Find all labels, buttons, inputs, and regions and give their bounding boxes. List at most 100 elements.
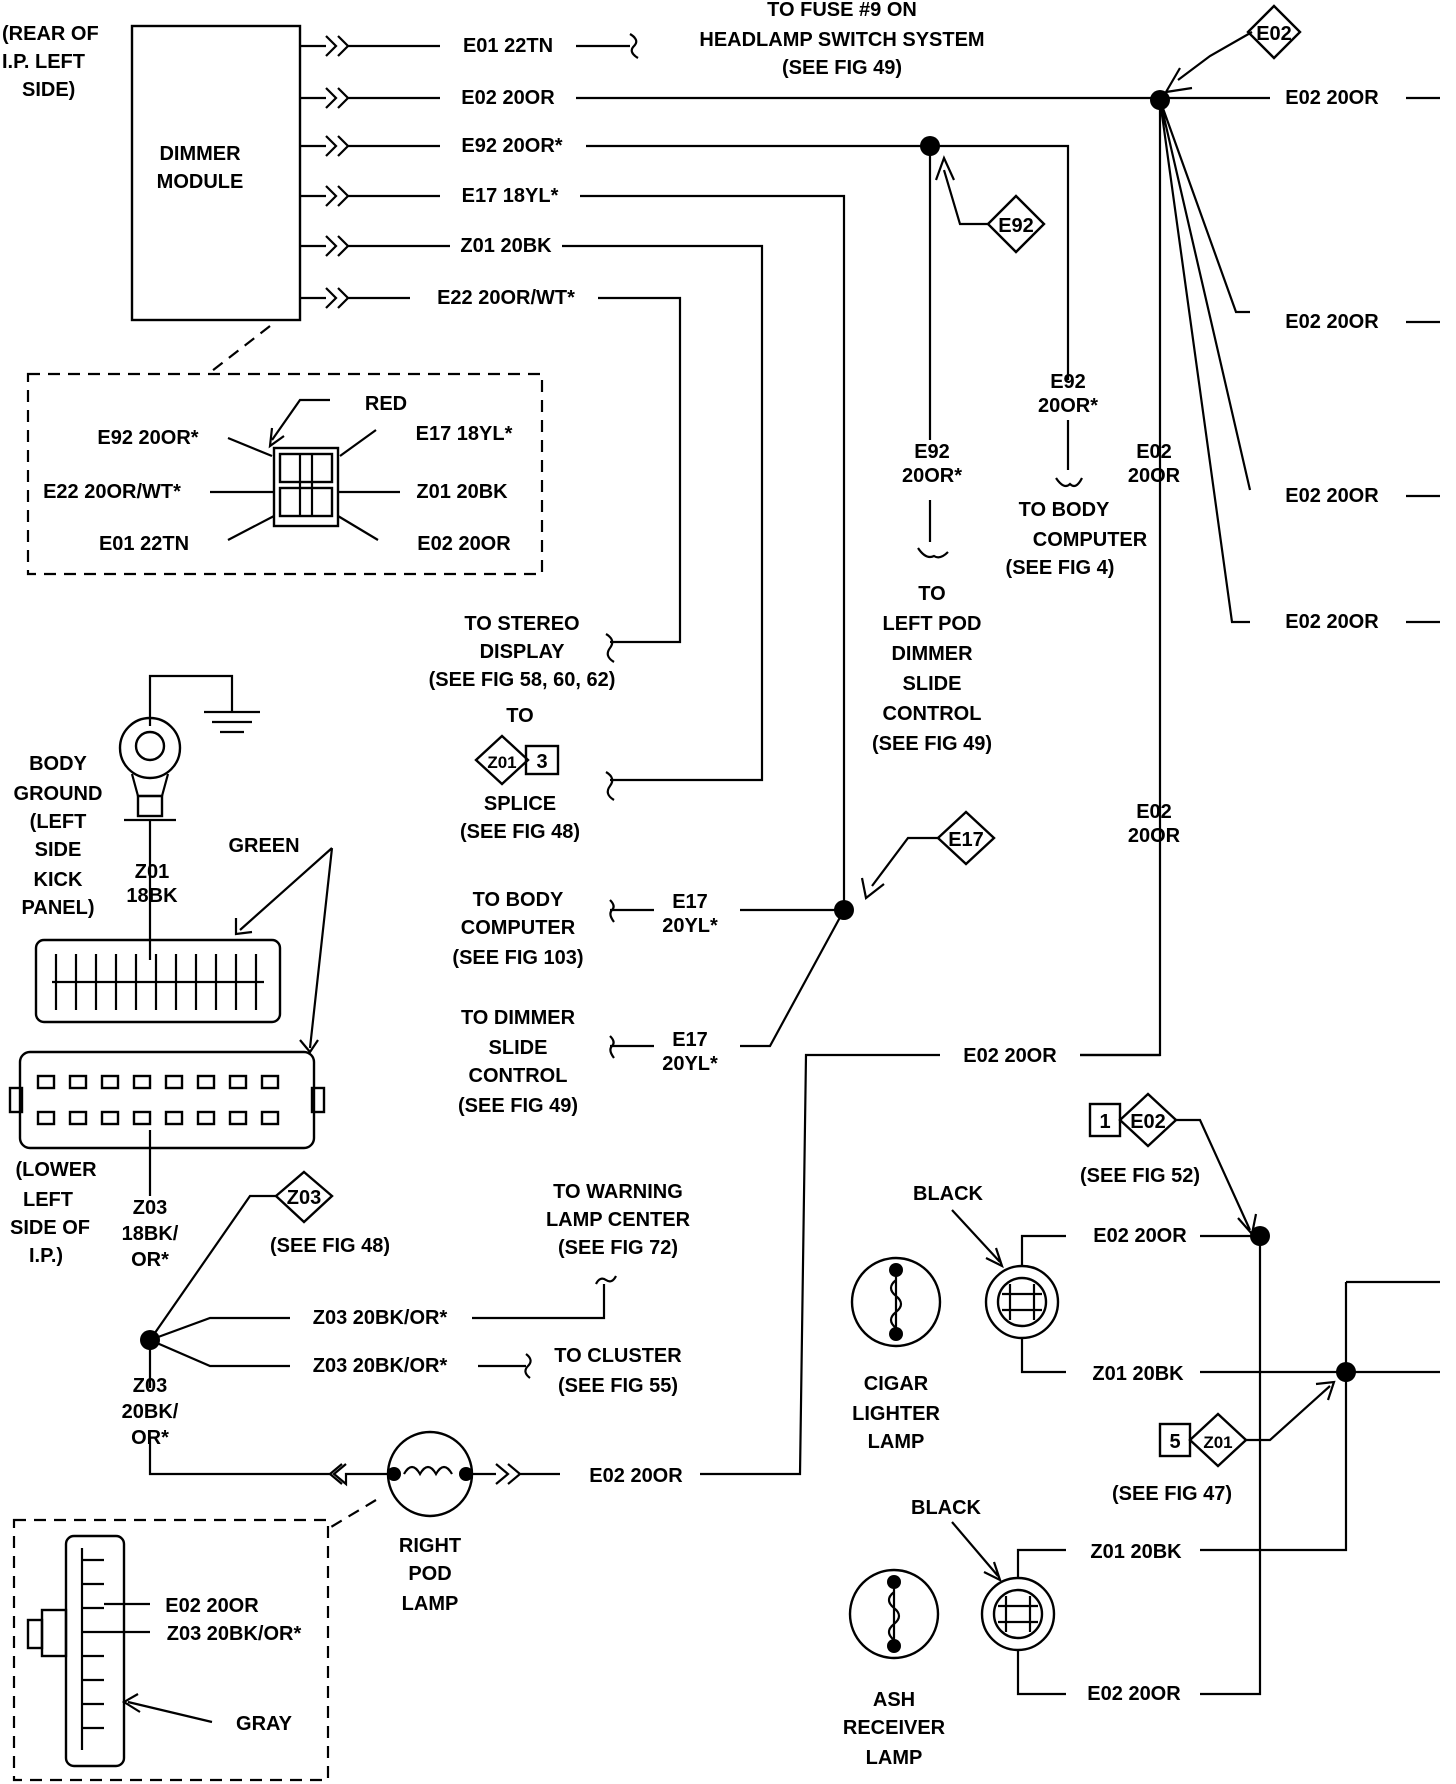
z01-splice-bottom: 5 Z01 (SEE FIG 47): [1112, 1280, 1440, 1552]
e02-splice-top: E02: [1080, 4, 1440, 1057]
svg-text:E92: E92: [1050, 371, 1086, 393]
ref-e02-top: E02: [1256, 23, 1292, 45]
svg-text:Z03 20BK/OR*: Z03 20BK/OR*: [313, 1355, 448, 1377]
svg-text:20BK/: 20BK/: [122, 1401, 179, 1423]
svg-text:(SEE FIG 4): (SEE FIG 4): [1006, 557, 1115, 579]
svg-text:E02 20OR: E02 20OR: [1285, 87, 1379, 109]
e02-reference-bottom: 1 E02 (SEE FIG 52): [1080, 1092, 1258, 1237]
svg-text:TO: TO: [918, 583, 945, 605]
svg-text:RIGHT: RIGHT: [399, 1535, 461, 1557]
svg-text:CONTROL: CONTROL: [469, 1065, 568, 1087]
svg-text:(SEE FIG 47): (SEE FIG 47): [1112, 1483, 1232, 1505]
body-computer-4-destination: TO BODY COMPUTER (SEE FIG 4): [1006, 499, 1148, 579]
svg-text:E02: E02: [1136, 801, 1172, 823]
svg-text:TO CLUSTER: TO CLUSTER: [554, 1345, 682, 1367]
svg-text:I.P.): I.P.): [29, 1245, 63, 1267]
svg-text:Z01 20BK: Z01 20BK: [460, 235, 552, 257]
svg-text:(SEE FIG 48): (SEE FIG 48): [270, 1235, 390, 1257]
stereo-destination: TO STEREO DISPLAY (SEE FIG 58, 60, 62): [429, 613, 616, 691]
svg-text:Z03: Z03: [133, 1197, 167, 1219]
svg-text:SLIDE: SLIDE: [489, 1037, 548, 1059]
svg-text:E92 20OR*: E92 20OR*: [461, 135, 562, 157]
svg-text:COMPUTER: COMPUTER: [461, 917, 576, 939]
svg-text:E02: E02: [1136, 441, 1172, 463]
right-pod-lamp: E02 20OR RIGHT POD LAMP: [328, 1430, 683, 1615]
svg-text:Z03 20BK/OR*: Z03 20BK/OR*: [167, 1623, 302, 1645]
body-ground: BODY GROUND (LEFT SIDE KICK PANEL) Z01 1…: [14, 674, 260, 960]
svg-text:(SEE FIG 58, 60, 62): (SEE FIG 58, 60, 62): [429, 669, 616, 691]
svg-text:BODY: BODY: [29, 753, 87, 775]
svg-text:TO BODY: TO BODY: [1019, 499, 1110, 521]
svg-text:DIMMER: DIMMER: [891, 643, 973, 665]
svg-text:OR*: OR*: [131, 1427, 169, 1449]
svg-text:E02: E02: [1130, 1111, 1166, 1133]
svg-text:SIDE: SIDE: [35, 839, 82, 861]
svg-text:E02 20OR: E02 20OR: [1093, 1225, 1187, 1247]
svg-text:Z01: Z01: [1203, 1433, 1232, 1452]
svg-text:Z03 20BK/OR*: Z03 20BK/OR*: [313, 1307, 448, 1329]
svg-text:(SEE FIG 49): (SEE FIG 49): [458, 1095, 578, 1117]
svg-text:1: 1: [1099, 1111, 1110, 1133]
svg-text:RECEIVER: RECEIVER: [843, 1717, 946, 1739]
svg-text:TO WARNING: TO WARNING: [553, 1181, 683, 1203]
svg-text:E02 20OR: E02 20OR: [963, 1045, 1057, 1067]
left-pod-destination: TO LEFT POD DIMMER SLIDE CONTROL (SEE FI…: [872, 583, 992, 755]
svg-text:20OR*: 20OR*: [1038, 395, 1098, 417]
inset-leader: [207, 325, 271, 375]
svg-text:20OR: 20OR: [1128, 825, 1181, 847]
svg-text:E17: E17: [948, 829, 984, 851]
svg-text:20OR*: 20OR*: [902, 465, 962, 487]
pod-inset-leader: [325, 1499, 377, 1531]
svg-text:SIDE): SIDE): [22, 79, 75, 101]
z03-splice: Z03 18BK/ OR* Z03 (SEE FIG 48) Z03 20BK/…: [122, 1170, 617, 1476]
svg-text:TO BODY: TO BODY: [473, 889, 564, 911]
svg-text:E22 20OR/WT*: E22 20OR/WT*: [437, 287, 575, 309]
svg-text:GROUND: GROUND: [14, 783, 103, 805]
svg-text:20YL*: 20YL*: [662, 1053, 718, 1075]
svg-text:LIGHTER: LIGHTER: [852, 1403, 940, 1425]
svg-text:18BK/: 18BK/: [122, 1223, 179, 1245]
svg-text:CONTROL: CONTROL: [883, 703, 982, 725]
svg-text:LAMP: LAMP: [866, 1747, 923, 1769]
fuse9-destination: TO FUSE #9 ON HEADLAMP SWITCH SYSTEM (SE…: [699, 0, 984, 79]
color-black-2: BLACK: [911, 1497, 982, 1519]
svg-text:E02 20OR: E02 20OR: [165, 1595, 259, 1617]
dimmer-location-label: (REAR OF I.P. LEFT SIDE): [2, 23, 99, 101]
connector-inset: E92 20OR* E22 20OR/WT* E01 22TN E17 18YL…: [26, 372, 544, 576]
color-black-1: BLACK: [913, 1183, 984, 1205]
splice-destination: TO Z01 3 SPLICE (SEE FIG 48): [460, 705, 615, 843]
svg-text:LEFT POD: LEFT POD: [883, 613, 982, 635]
svg-text:18BK: 18BK: [126, 885, 178, 907]
svg-text:COMPUTER: COMPUTER: [1033, 529, 1148, 551]
dimmer-output-labels: E01 22TN E02 20OR E92 20OR* E17 18YL* Z0…: [437, 35, 575, 309]
svg-text:DISPLAY: DISPLAY: [480, 641, 566, 663]
svg-text:I.P. LEFT: I.P. LEFT: [2, 51, 85, 73]
svg-text:E92 20OR*: E92 20OR*: [97, 427, 198, 449]
svg-text:Z01 20BK: Z01 20BK: [416, 481, 508, 503]
svg-text:ASH: ASH: [873, 1689, 915, 1711]
svg-text:TO: TO: [506, 705, 533, 727]
svg-text:Z01: Z01: [487, 753, 516, 772]
svg-text:E02 20OR: E02 20OR: [1285, 611, 1379, 633]
e02-middle-run: E02 20OR: [700, 1045, 1160, 1476]
svg-text:HEADLAMP SWITCH SYSTEM: HEADLAMP SWITCH SYSTEM: [699, 29, 984, 51]
svg-text:E02 20OR: E02 20OR: [417, 533, 511, 555]
svg-text:E02 20OR: E02 20OR: [589, 1465, 683, 1487]
svg-text:E02 20OR: E02 20OR: [461, 87, 555, 109]
svg-text:E17 18YL*: E17 18YL*: [416, 423, 513, 445]
green-connector: GREEN: [34, 835, 334, 1054]
svg-text:E92: E92: [914, 441, 950, 463]
svg-text:20OR: 20OR: [1128, 465, 1181, 487]
svg-text:OR*: OR*: [131, 1249, 169, 1271]
ref-e92: E92: [998, 215, 1034, 237]
svg-text:PANEL): PANEL): [22, 897, 95, 919]
dimmer-output-wires: [300, 33, 1270, 910]
ash-receiver-lamp: BLACK Z01 20BK E02 20OR ASH RECEIVER LAM…: [843, 1497, 1182, 1769]
svg-text:CIGAR: CIGAR: [864, 1373, 929, 1395]
color-gray: GRAY: [236, 1713, 293, 1735]
svg-text:E17: E17: [672, 1029, 708, 1051]
svg-text:LAMP: LAMP: [402, 1593, 459, 1615]
svg-text:(SEE FIG 52): (SEE FIG 52): [1080, 1165, 1200, 1187]
lower-left-connector: (LOWER LEFT SIDE OF I.P.): [8, 1050, 326, 1267]
